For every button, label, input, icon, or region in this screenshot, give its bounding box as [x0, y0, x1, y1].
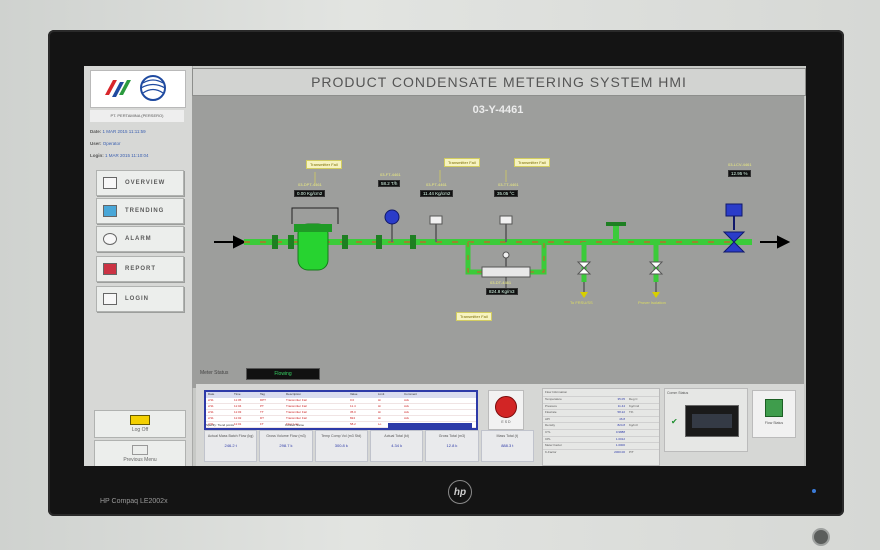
- check-icon: ✔: [671, 417, 678, 426]
- page-title: PRODUCT CONDENSATE METERING SYSTEM HMI: [311, 74, 687, 90]
- info-row: Login: 1 MAR 2015 11:10:04: [90, 153, 149, 158]
- inlet-arrow-icon: [214, 235, 247, 249]
- dpt-callout: Transmitter Fail: [306, 160, 342, 169]
- dt-callout: Transmitter Fail: [456, 312, 492, 321]
- flow-cell: Actual Total (kt)4.34 k: [369, 430, 424, 462]
- flow-transmitter-icon: [384, 209, 400, 225]
- arrow-left-icon: [130, 415, 150, 425]
- session-info: Date: 1 MAR 2015 11:11:59 User: Operator…: [90, 126, 184, 162]
- alarm-icon: [103, 233, 117, 245]
- overview-icon: [103, 177, 117, 189]
- dpt-tag: 03-DPT-4461: [298, 182, 322, 187]
- temperature-transmitter-icon: [499, 215, 513, 225]
- frsu-valve-icon: [576, 261, 592, 275]
- flow-cell: Temp Comp Vol (m3 Std)300.8 k: [314, 430, 368, 462]
- bottom-panel: Date Time Tag Description Value Limit Co…: [196, 384, 804, 466]
- flow-cell: Actual Mass Batch Flow (kg)246.2 t: [204, 430, 258, 462]
- frsu-label: To FRSU/SS: [570, 300, 593, 305]
- pertamina-logo: [90, 70, 186, 108]
- prover-valve-icon: [648, 261, 664, 275]
- prover-label: Prover Isolation: [638, 300, 666, 305]
- flow-cell: Gross Total (m3)12.8 k: [425, 430, 479, 462]
- previous-menu-button[interactable]: Previous Menu: [94, 440, 186, 466]
- pipeline-drawing: [214, 170, 791, 298]
- info-row: Date: 1 MAR 2015 11:11:59: [90, 129, 146, 134]
- info-row: User: Operator: [90, 141, 121, 146]
- flow-totals: Actual Mass Batch Flow (kg)246.2 t Gross…: [204, 430, 534, 462]
- login-icon: [103, 293, 117, 305]
- hmi-screen: PT. PERTAMINA (PERSERO) Date: 1 MAR 2015…: [84, 66, 806, 466]
- page-title-bar: PRODUCT CONDENSATE METERING SYSTEM HMI: [192, 68, 806, 96]
- emergency-stop-button[interactable]: E S D: [488, 390, 524, 430]
- dpt-value: 0.00 Kg/cm2: [294, 190, 326, 197]
- ft-value: 58.2 T/h: [378, 180, 401, 187]
- dt-value: 824.8 Kg/m3: [486, 288, 518, 295]
- ft-tag: 03-FT-4461: [380, 172, 401, 177]
- comm-status-panel: Comm Status ✔: [664, 388, 748, 452]
- pt-callout: Transmitter Fail: [444, 158, 480, 167]
- pt-value: 11.44 Kg/cm2: [420, 190, 454, 197]
- trending-icon: [103, 205, 117, 217]
- pt-tag: 03-PT-4461: [426, 182, 447, 187]
- nav-alarm-button[interactable]: ALARM: [96, 226, 184, 252]
- nav-login-button[interactable]: LOGIN: [96, 286, 184, 312]
- meter-id: 03-Y-4461: [472, 104, 524, 116]
- envelope-icon: [132, 445, 148, 455]
- alarm-table-header: Date Time Tag Description Value Limit Co…: [206, 392, 476, 398]
- pressure-transmitter-icon: [429, 215, 443, 225]
- lcv-value: 12.95 %: [728, 170, 751, 177]
- alarm-scrollbar[interactable]: [388, 423, 472, 428]
- meter-status: Meter Status Flowing: [196, 368, 436, 380]
- lcv-tag: 03-LCV-4461: [728, 162, 752, 167]
- tt-tag: 03-TT-4461: [498, 182, 519, 187]
- meter-status-value: Flowing: [246, 368, 320, 380]
- control-valve-icon: [722, 231, 746, 253]
- nav-report-button[interactable]: REPORT: [96, 256, 184, 282]
- densitometer-icon: [481, 266, 531, 278]
- control-valve-actuator: [725, 203, 743, 217]
- tt-callout: Transmitter Fail: [514, 158, 550, 167]
- nav-overview-button[interactable]: OVERVIEW: [96, 170, 184, 196]
- flow-status-button[interactable]: Flow Status: [752, 390, 796, 438]
- dt-tag: 03-DT-4461: [490, 280, 512, 285]
- tt-value: 35.05 °C: [494, 190, 518, 197]
- stop-hand-icon: [495, 396, 517, 418]
- power-led-icon[interactable]: [812, 489, 816, 493]
- nav-trending-button[interactable]: TRENDING: [96, 198, 184, 224]
- flow-computer-icon[interactable]: [685, 405, 739, 437]
- monitor-brand: HP Compaq LE2002x: [100, 498, 168, 505]
- screw-icon: [812, 528, 830, 546]
- alarm-table-footer: Specify: Trend points Contact Name: [206, 423, 476, 428]
- alarm-summary-table[interactable]: Date Time Tag Description Value Limit Co…: [204, 390, 478, 430]
- outlet-arrow-icon: [760, 235, 791, 249]
- sidebar: PT. PERTAMINA (PERSERO) Date: 1 MAR 2015…: [84, 66, 193, 466]
- company-name: PT. PERTAMINA (PERSERO): [90, 110, 184, 122]
- network-icon: [765, 399, 783, 417]
- hp-logo: hp: [448, 480, 472, 504]
- flow-cell: Gross Volume Flow (m3)298.7 k: [259, 430, 313, 462]
- flow-cell: Mass Total (t)888.3 t: [480, 430, 534, 462]
- report-icon: [103, 263, 117, 275]
- process-diagram: 03-Y-4461: [192, 96, 804, 388]
- logoff-button[interactable]: Log Off: [94, 410, 186, 438]
